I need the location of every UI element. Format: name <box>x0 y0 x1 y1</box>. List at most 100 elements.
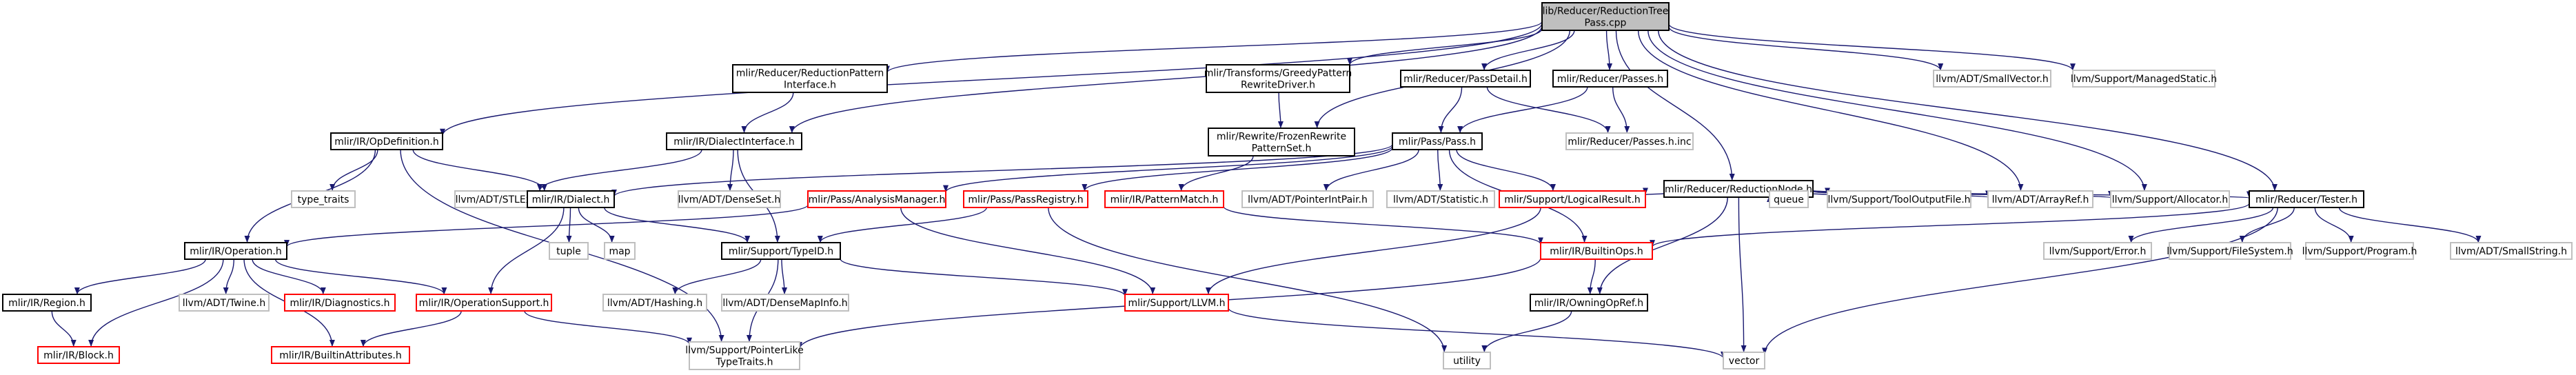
edge-typeid-to-llvm <box>840 258 1128 296</box>
edge-line <box>1486 86 1611 134</box>
node-gprd[interactable]: mlir/Transforms/GreedyPatternRewriteDriv… <box>1204 64 1352 93</box>
edge-line <box>578 207 615 243</box>
node-patternmatch[interactable]: mlir/IR/PatternMatch.h <box>1104 190 1224 208</box>
node-builtinattrs[interactable]: mlir/IR/BuiltinAttributes.h <box>271 346 410 364</box>
node-tuple: tuple <box>549 242 589 260</box>
edge-line <box>537 149 702 192</box>
node-statistic: llvm/ADT/Statistic.h <box>1386 190 1495 208</box>
edge-llvm-to-vector <box>1228 307 1726 359</box>
node-region[interactable]: mlir/IR/Region.h <box>2 294 92 312</box>
edge-line <box>51 310 77 347</box>
node-box <box>527 190 615 208</box>
node-allocator: llvm/Support/Allocator.h <box>2110 190 2230 208</box>
edge-line <box>274 259 447 295</box>
node-box <box>604 242 636 260</box>
node-label: mlir/Reducer/Passes.h.inc <box>1568 136 1691 148</box>
edge-line <box>1277 92 1284 129</box>
node-box <box>1723 352 1765 369</box>
edge-rpi-to-dialectinterface <box>741 92 794 134</box>
node-block[interactable]: mlir/IR/Block.h <box>37 346 120 364</box>
edge-tester-to-builtinops <box>1650 203 2250 247</box>
node-box <box>284 294 396 312</box>
node-label: tuple <box>556 246 581 257</box>
node-operation[interactable]: mlir/IR/Operation.h <box>184 242 287 260</box>
node-box <box>2110 190 2230 208</box>
node-passdetail[interactable]: mlir/Reducer/PassDetail.h <box>1400 70 1531 88</box>
edge-layer <box>51 21 2482 359</box>
edge-line <box>284 204 809 247</box>
edge-line <box>1668 23 2076 71</box>
node-tester[interactable]: mlir/Reducer/Tester.h <box>2249 190 2364 208</box>
node-builtinops[interactable]: mlir/IR/BuiltinOps.h <box>1540 242 1653 260</box>
edge-root-to-gprd <box>1347 28 1543 65</box>
edge-root-to-reductionnode <box>1615 30 1735 181</box>
node-box <box>271 346 410 364</box>
node-typeid[interactable]: mlir/Support/TypeID.h <box>721 242 841 260</box>
edge-line <box>1658 30 2278 192</box>
node-box <box>1241 190 1374 208</box>
node-label: lib/Reducer/ReductionTree <box>1543 6 1669 17</box>
edge-line <box>360 310 462 347</box>
edge-line <box>884 21 1543 73</box>
edge-line <box>329 149 378 192</box>
node-dialectinterface[interactable]: mlir/IR/DialectInterface.h <box>666 132 802 150</box>
edge-line <box>1223 205 1543 245</box>
node-densesetb: llvm/ADT/DenseSet.h <box>678 190 781 208</box>
edge-region-to-block <box>51 310 77 347</box>
node-registry[interactable]: mlir/Pass/PassRegistry.h <box>963 190 1088 208</box>
node-opdef[interactable]: mlir/IR/OpDefinition.h <box>330 132 443 150</box>
edge-tester-to-vector <box>1762 207 2278 355</box>
node-passes[interactable]: mlir/Reducer/Passes.h <box>1552 70 1668 88</box>
edge-operation-to-opsupport <box>274 259 447 295</box>
node-box <box>2305 242 2414 260</box>
node-label: llvm/ADT/Statistic.h <box>1393 194 1488 205</box>
node-box <box>732 64 888 93</box>
node-box <box>2169 242 2291 260</box>
node-label: mlir/Reducer/Tester.h <box>2255 194 2357 205</box>
edge-root-to-opdef <box>440 23 1543 136</box>
node-box <box>963 190 1088 208</box>
node-llvm[interactable]: mlir/Support/LLVM.h <box>1124 294 1229 312</box>
node-analysis[interactable]: mlir/Pass/AnalysisManager.h <box>807 190 946 208</box>
node-label: llvm/ADT/ArrayRef.h <box>1992 194 2089 205</box>
node-box <box>1530 294 1648 312</box>
node-label: llvm/ADT/SmallVector.h <box>1936 74 2049 85</box>
node-pass[interactable]: mlir/Pass/Pass.h <box>1392 132 1483 150</box>
edge-line <box>604 207 751 243</box>
node-box <box>1208 128 1355 156</box>
node-vector: vector <box>1723 352 1765 369</box>
edge-operation-to-twine <box>223 259 234 295</box>
node-box <box>1827 190 1971 208</box>
node-owningopref[interactable]: mlir/IR/OwningOpRef.h <box>1530 294 1648 312</box>
edge-passes-to-pass <box>1457 86 1588 134</box>
node-box <box>2043 242 2152 260</box>
node-filesystem: llvm/Support/FileSystem.h <box>2167 242 2293 260</box>
edge-tester-to-error <box>2128 207 2274 243</box>
edge-line <box>1587 259 1596 295</box>
edge-passdetail-to-pass <box>1438 86 1463 134</box>
node-logicalresult[interactable]: mlir/Support/LogicalResult.h <box>1499 190 1646 208</box>
node-opsupport[interactable]: mlir/IR/OperationSupport.h <box>416 294 552 312</box>
node-box <box>1987 190 2093 208</box>
edge-line <box>223 259 234 295</box>
node-box <box>2249 190 2364 208</box>
edge-line <box>2338 207 2482 243</box>
node-densemapinfo: llvm/ADT/DenseMapInfo.h <box>721 294 849 312</box>
node-dialect[interactable]: mlir/IR/Dialect.h <box>527 190 615 208</box>
edge-line <box>1437 149 1443 192</box>
node-label: mlir/IR/Region.h <box>8 298 85 309</box>
edge-line <box>943 145 1393 192</box>
node-diagnostics[interactable]: mlir/IR/Diagnostics.h <box>284 294 396 312</box>
node-box <box>1400 70 1531 88</box>
node-label: llvm/Support/PointerLike <box>685 345 804 356</box>
edge-passes-to-passesinc <box>1612 86 1630 134</box>
edge-root-to-passdetail <box>1481 30 1575 71</box>
node-label: mlir/Rewrite/FrozenRewrite <box>1217 132 1346 143</box>
edge-root-to-passes <box>1605 30 1613 71</box>
edge-registry-to-typeid <box>817 207 987 243</box>
edge-line <box>741 92 794 134</box>
